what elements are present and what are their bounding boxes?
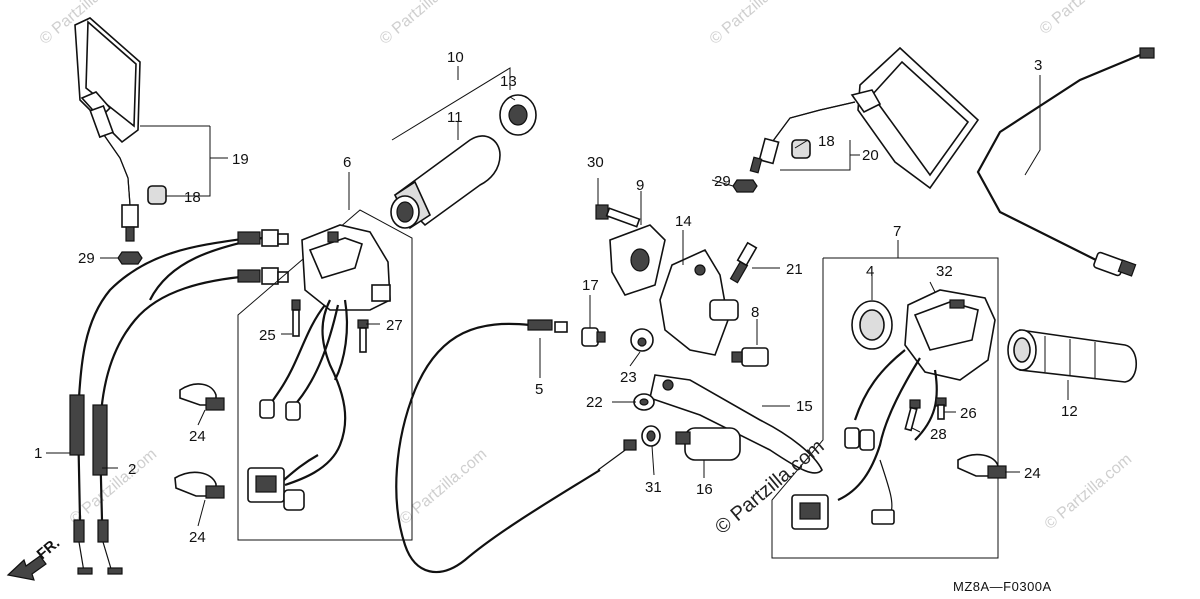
grip-12 xyxy=(1007,329,1138,383)
callout-24-mid: 24 xyxy=(189,529,206,546)
bolt-21 xyxy=(729,241,758,284)
callout-16: 16 xyxy=(696,481,713,498)
watermark: © Partzilla.com xyxy=(707,0,801,48)
grip-collar-13 xyxy=(499,94,537,136)
nut-29-left xyxy=(117,251,143,265)
watermark: © Partzilla.com xyxy=(1037,0,1131,38)
callout-21: 21 xyxy=(786,261,803,278)
left-mirror xyxy=(74,17,141,242)
callout-29-left: 29 xyxy=(78,250,95,267)
watermark: © Partzilla.com xyxy=(397,446,491,528)
callout-30: 30 xyxy=(587,154,604,171)
nut-23 xyxy=(630,328,654,352)
clutch-lever-15 xyxy=(649,374,823,474)
bolt-30 xyxy=(595,204,641,228)
callout-29-right: 29 xyxy=(714,173,731,190)
washer-22 xyxy=(633,393,655,411)
callout-15: 15 xyxy=(796,398,813,415)
callout-8: 8 xyxy=(751,304,759,321)
callout-12: 12 xyxy=(1061,403,1078,420)
switch-8 xyxy=(731,347,769,367)
left-switch-housing xyxy=(247,224,391,511)
holder-9 xyxy=(609,224,666,296)
callout-24-top: 24 xyxy=(189,428,206,445)
front-arrow-icon: FR. xyxy=(6,535,63,581)
callout-17: 17 xyxy=(582,277,599,294)
callout-1: 1 xyxy=(34,445,42,462)
callout-19: 19 xyxy=(232,151,249,168)
watermark: © Partzilla.com xyxy=(377,0,471,48)
screw-25 xyxy=(291,299,301,337)
diagram-code: MZ8A—F0300A xyxy=(953,579,1052,594)
clutch-cable-5 xyxy=(395,319,637,574)
callout-5: 5 xyxy=(535,381,543,398)
callout-22: 22 xyxy=(586,394,603,411)
nut-31 xyxy=(641,425,661,447)
callout-13: 13 xyxy=(500,73,517,90)
callout-10: 10 xyxy=(447,49,464,66)
callout-3: 3 xyxy=(1034,57,1042,74)
callout-23: 23 xyxy=(620,369,637,386)
callout-20: 20 xyxy=(862,147,879,164)
watermarks: © Partzilla.com © Partzilla.com © Partzi… xyxy=(37,0,1136,533)
screw-27 xyxy=(357,319,369,353)
callout-27: 27 xyxy=(386,317,403,334)
band-clamp-24-top xyxy=(179,383,225,411)
callout-18-left: 18 xyxy=(184,189,201,206)
grommet-4 xyxy=(851,300,893,350)
callout-9: 9 xyxy=(636,177,644,194)
adjuster-17 xyxy=(581,327,606,347)
callout-18-right: 18 xyxy=(818,133,835,150)
screw-26 xyxy=(935,397,947,420)
nut-29-right xyxy=(732,179,758,193)
callout-11: 11 xyxy=(447,109,463,126)
callout-28: 28 xyxy=(930,426,947,443)
callout-6: 6 xyxy=(343,154,351,171)
callout-31: 31 xyxy=(645,479,662,496)
screw-28 xyxy=(904,399,921,432)
callout-4: 4 xyxy=(866,263,874,280)
rubber-cap-18-left xyxy=(147,185,167,205)
callout-32: 32 xyxy=(936,263,953,280)
callout-25: 25 xyxy=(259,327,276,344)
throttle-cables xyxy=(69,229,289,575)
throttle-grip-11 xyxy=(390,135,501,230)
right-mirror xyxy=(749,46,980,190)
callout-14: 14 xyxy=(675,213,692,230)
callouts: 1 2 3 4 5 6 7 8 9 10 11 12 13 14 15 16 1… xyxy=(34,49,1078,546)
clutch-switch-16 xyxy=(675,427,741,461)
right-switch-housing-32 xyxy=(791,289,996,530)
callout-7: 7 xyxy=(893,223,901,240)
leader-lines xyxy=(46,66,1069,527)
assembly-box-7 xyxy=(771,257,999,559)
band-clamp-24-right xyxy=(957,453,1007,479)
assembly-box-6 xyxy=(237,209,413,541)
band-clamp-24-mid xyxy=(174,471,225,499)
bracket-14 xyxy=(659,248,739,356)
callout-24-right: 24 xyxy=(1024,465,1041,482)
callout-2: 2 xyxy=(128,461,136,478)
cable-3 xyxy=(976,47,1155,277)
callout-26: 26 xyxy=(960,405,977,422)
rubber-cap-18-right xyxy=(791,139,811,159)
watermark: © Partzilla.com xyxy=(1042,451,1136,533)
bracket-10-11 xyxy=(391,67,511,141)
